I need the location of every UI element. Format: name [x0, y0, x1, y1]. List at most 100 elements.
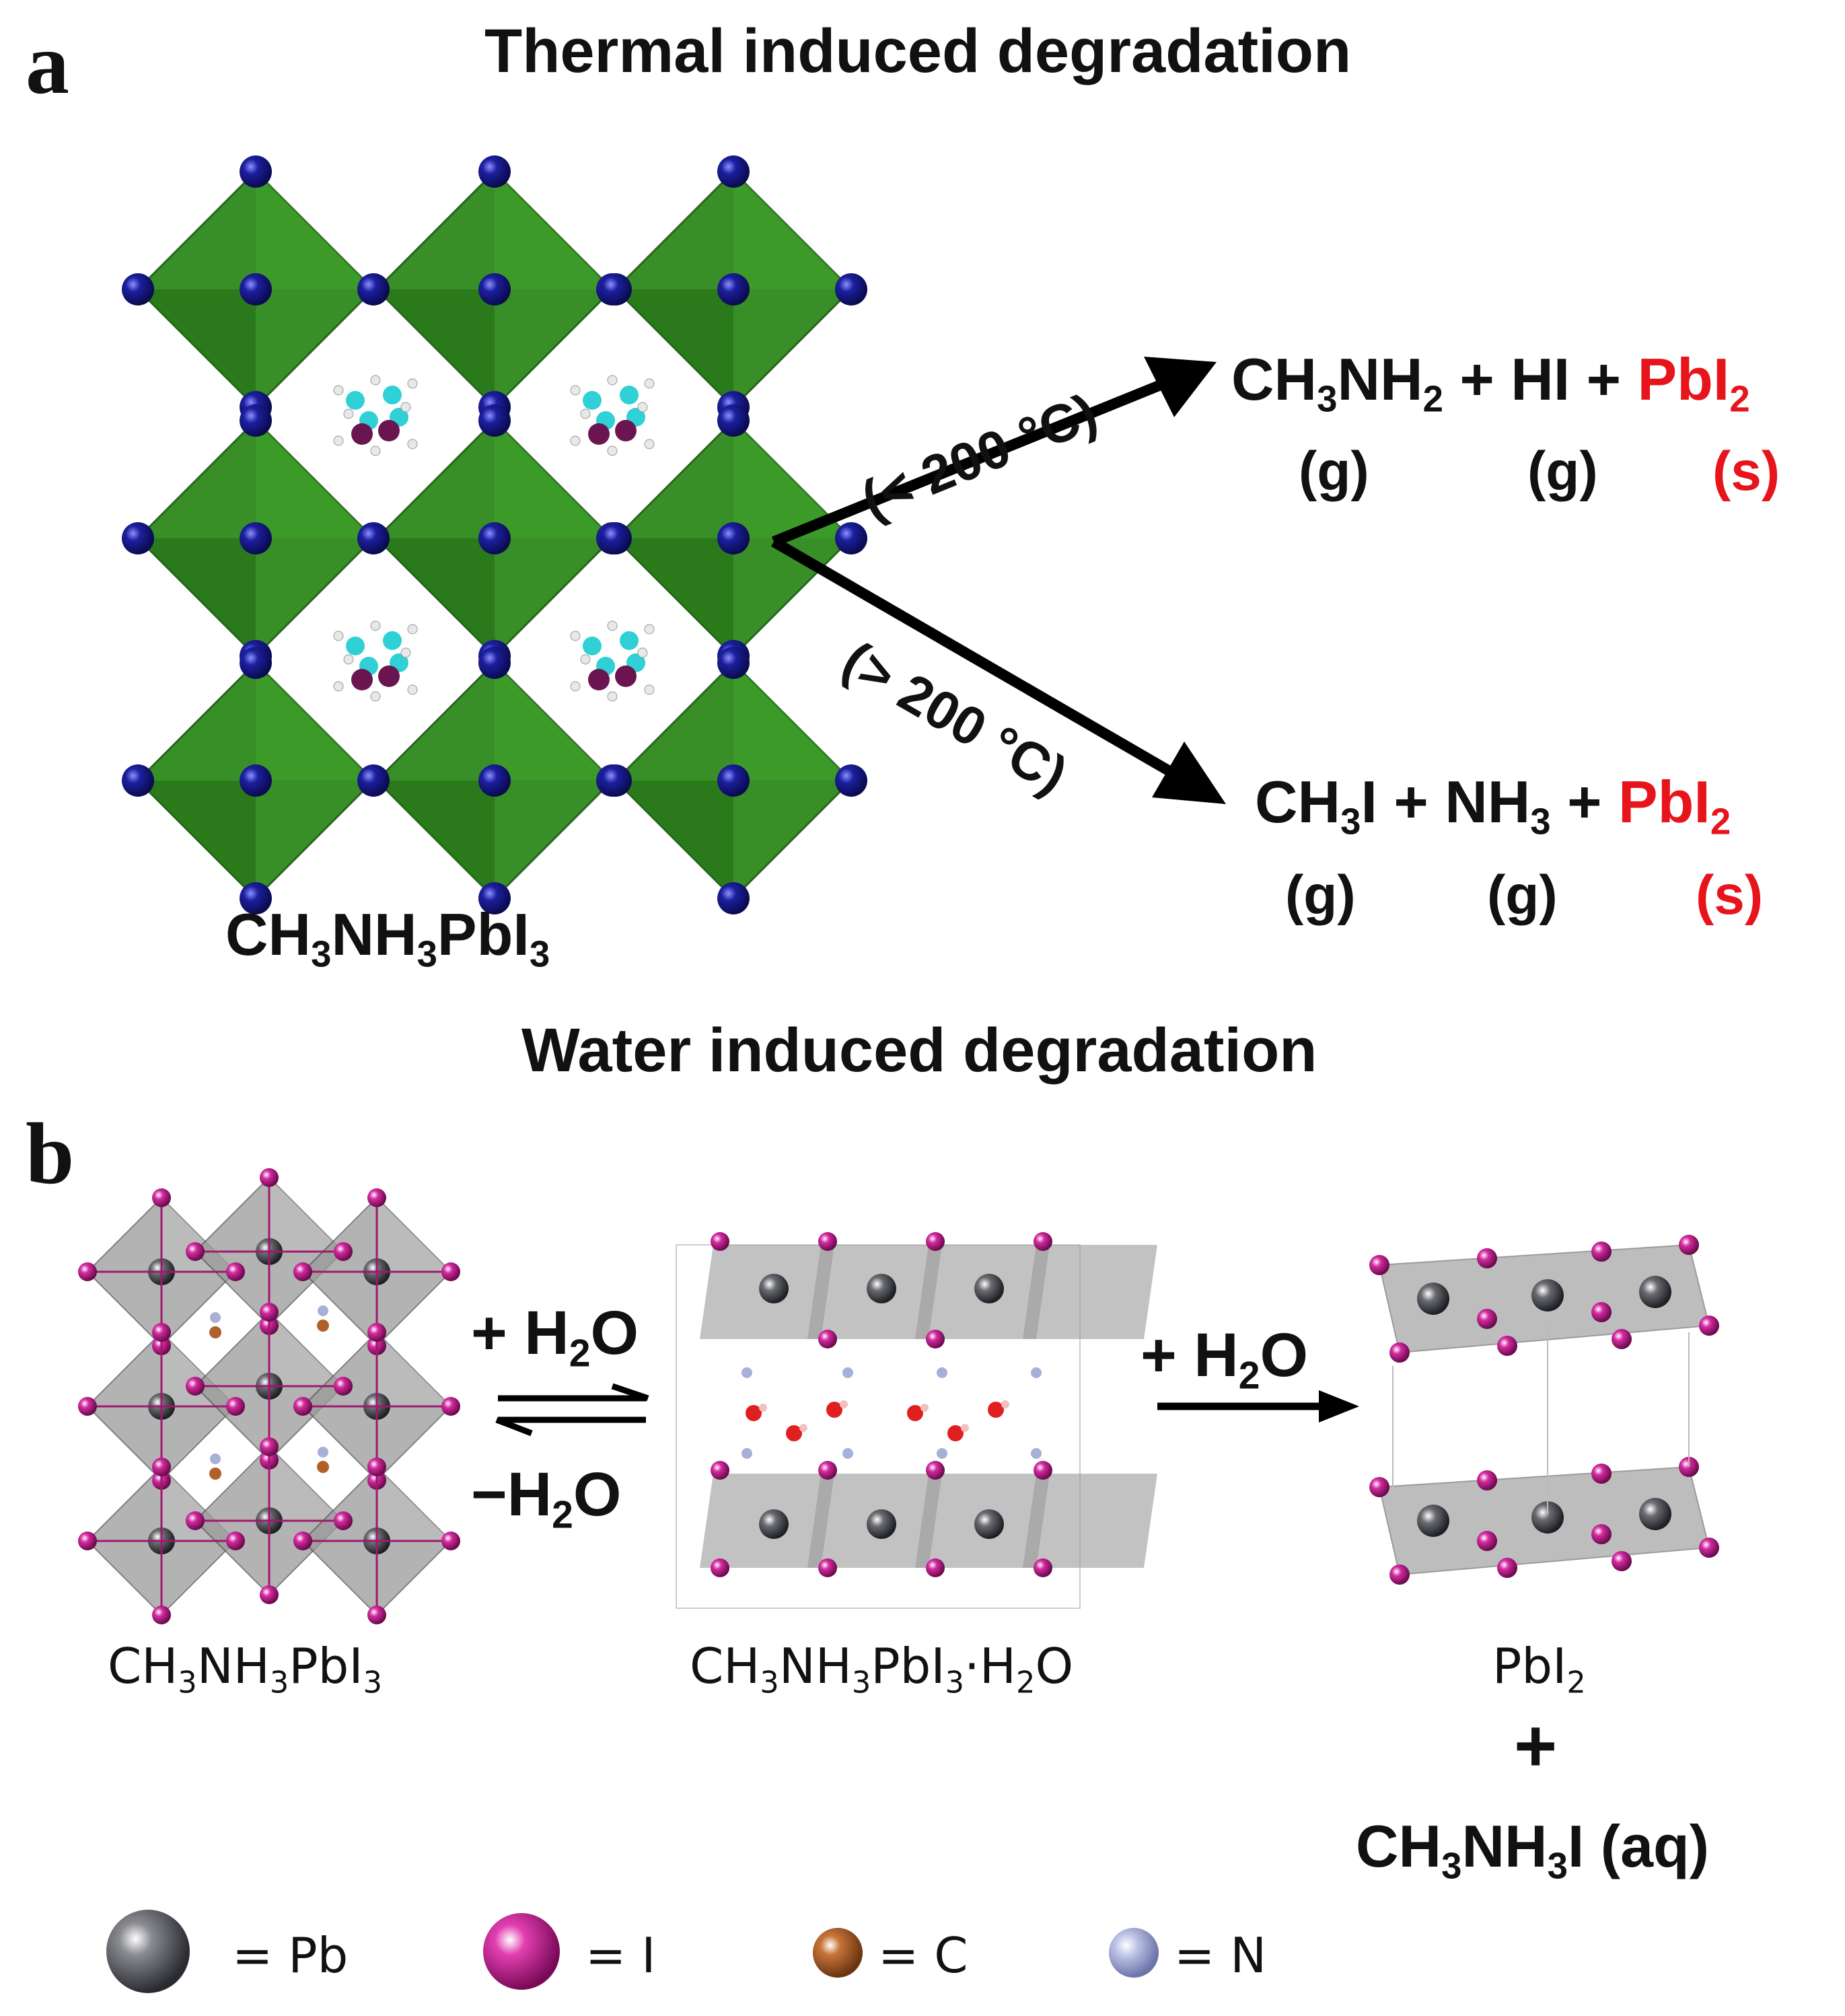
iodine-atom [334, 1511, 353, 1530]
iodine-atom [926, 1558, 945, 1577]
octahedron-face [256, 172, 373, 289]
iodine-atom [78, 1262, 97, 1281]
iodine-atom [152, 1188, 171, 1207]
octahedron-face [138, 538, 256, 656]
iodine-atom [186, 1242, 205, 1261]
lead-atom [1417, 1505, 1449, 1537]
iodine-atom [293, 1532, 312, 1550]
forward-arrow [1157, 1390, 1359, 1423]
iodine-atom [226, 1262, 245, 1281]
octahedron-face [138, 781, 256, 898]
octahedron-face [616, 289, 733, 407]
iodine-atom [926, 1232, 945, 1251]
iodine-atom [78, 1397, 97, 1416]
iodine-atom [1477, 1309, 1497, 1329]
hydrogen-atom [607, 620, 618, 631]
iodine-atom [186, 1511, 205, 1530]
layer-slab [1023, 1474, 1157, 1568]
hydrogen-atom [607, 691, 618, 702]
legend-pb-swatch [106, 1910, 190, 1993]
iodine-atom [1591, 1241, 1612, 1262]
iodine-atom [1591, 1302, 1612, 1322]
nitrogen-atom [351, 669, 373, 690]
hydrogen-atom [637, 402, 648, 412]
carbon-atom [317, 1461, 329, 1473]
iodine-atom [478, 155, 511, 188]
upper-phase-2: (g) [1527, 441, 1598, 502]
nitrogen-atom [615, 420, 637, 441]
water-hydrogen [759, 1404, 767, 1412]
legend-i-label: = I [585, 1927, 656, 1984]
water-hydrogen [920, 1404, 929, 1412]
iodine-atom [478, 273, 511, 305]
hydrogen-atom [333, 435, 344, 446]
hydrogen-atom [407, 624, 418, 635]
iodine-atom [334, 1242, 353, 1261]
octahedron-face [733, 663, 851, 781]
panel-a-title: Thermal induced degradation [484, 17, 1352, 85]
hydrogen-atom [333, 385, 344, 396]
iodine-atom [600, 764, 632, 797]
iodine-atom [1477, 1248, 1497, 1268]
octahedron-face [377, 1467, 451, 1541]
hydrogen-atom [343, 654, 354, 665]
water-oxygen [826, 1402, 842, 1418]
carbon-atom [583, 391, 602, 410]
lower-products: CH3I + NH3 + PbI2 [1255, 768, 1731, 842]
lead-atom [759, 1274, 789, 1303]
iodine-atom [1679, 1235, 1699, 1255]
nitrogen-atom [378, 420, 400, 441]
iodine-atom [1034, 1461, 1052, 1480]
iodine-atom [1369, 1255, 1389, 1275]
octahedron-face [377, 1332, 451, 1406]
structure-formula-thermal: CH3NH3PbI3 [225, 901, 550, 975]
octahedron-face [377, 538, 495, 656]
iodine-atom [926, 1461, 945, 1480]
methylammonium-molecule [570, 620, 655, 702]
iodine-atom [1612, 1551, 1632, 1571]
iodine-atom [478, 647, 511, 679]
iodine-atom [357, 522, 390, 554]
hydrogen-atom [370, 375, 381, 386]
iodine-atom [717, 273, 750, 305]
carbon-atom [620, 386, 639, 404]
hydrogen-atom [570, 435, 581, 446]
iodine-atom [711, 1232, 729, 1251]
methylammonium-molecule [333, 375, 418, 456]
octahedron-face [495, 663, 612, 781]
lead-atom [1531, 1279, 1564, 1311]
octahedron-face [733, 172, 851, 289]
octahedron-face [495, 172, 612, 289]
hydrogen-atom [333, 681, 344, 692]
water-oxygen [786, 1425, 802, 1441]
iodine-atom [334, 1377, 353, 1396]
nitrogen-atom [842, 1367, 853, 1378]
iodine-atom [818, 1461, 837, 1480]
legend-n-swatch [1109, 1928, 1159, 1978]
iodine-atom [226, 1397, 245, 1416]
iodine-atom [1034, 1232, 1052, 1251]
iodine-atom [717, 882, 750, 914]
iodine-atom [441, 1532, 460, 1550]
iodine-atom [835, 273, 867, 305]
iodine-atom [260, 1585, 279, 1604]
lower-arrow-shaft [770, 537, 1178, 779]
upper-arrow-shaft [771, 378, 1167, 547]
iodine-atom [478, 404, 511, 437]
label-perovskite: CH3NH3PbI3 [108, 1638, 382, 1700]
water-hydrogen [840, 1400, 848, 1408]
legend-pb-label: = Pb [232, 1927, 349, 1984]
octahedron-face [269, 1447, 343, 1521]
iodine-atom [1389, 1342, 1410, 1363]
iodine-atom [240, 522, 272, 554]
iodine-atom [717, 155, 750, 188]
iodine-atom [240, 155, 272, 188]
iodine-atom [1477, 1531, 1497, 1551]
octahedron-face [377, 781, 495, 898]
plus-sign: + [1514, 1704, 1558, 1787]
iodine-atom [367, 1606, 386, 1624]
iodine-atom [1612, 1329, 1632, 1349]
panel-b-letter: b [26, 1106, 75, 1202]
carbon-atom [209, 1326, 221, 1338]
nitrogen-atom [937, 1448, 947, 1459]
